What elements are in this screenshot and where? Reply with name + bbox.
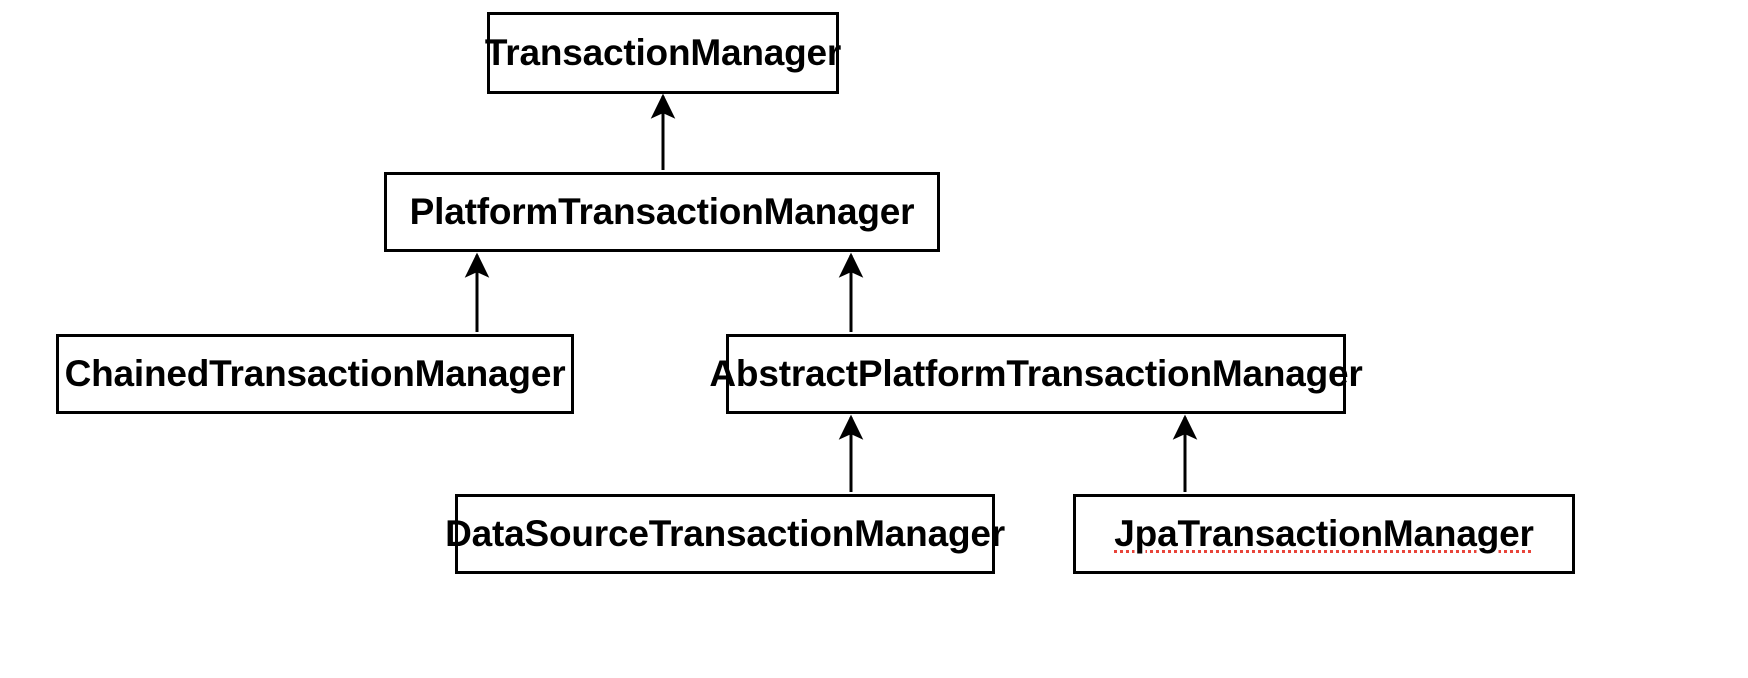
class-name-label: DataSourceTransactionManager xyxy=(445,512,1005,554)
class-box-platform-transaction-manager[interactable]: PlatformTransactionManager xyxy=(384,172,940,252)
inheritance-arrows xyxy=(464,93,1198,492)
class-name-label: JpaTransactionManager xyxy=(1114,512,1534,554)
class-box-abstract-platform-transaction-manager[interactable]: AbstractPlatformTransactionManager xyxy=(709,334,1363,414)
class-name-label: TransactionManager xyxy=(484,31,842,73)
class-name-label: AbstractPlatformTransactionManager xyxy=(709,352,1363,394)
class-name-label: ChainedTransactionManager xyxy=(64,352,566,394)
class-name-label: PlatformTransactionManager xyxy=(409,190,915,232)
class-box-datasource-transaction-manager[interactable]: DataSourceTransactionManager xyxy=(445,494,1005,574)
class-box-chained-transaction-manager[interactable]: ChainedTransactionManager xyxy=(56,334,574,414)
class-box-transaction-manager[interactable]: TransactionManager xyxy=(484,12,842,94)
class-box-jpa-transaction-manager[interactable]: JpaTransactionManager xyxy=(1073,494,1575,574)
